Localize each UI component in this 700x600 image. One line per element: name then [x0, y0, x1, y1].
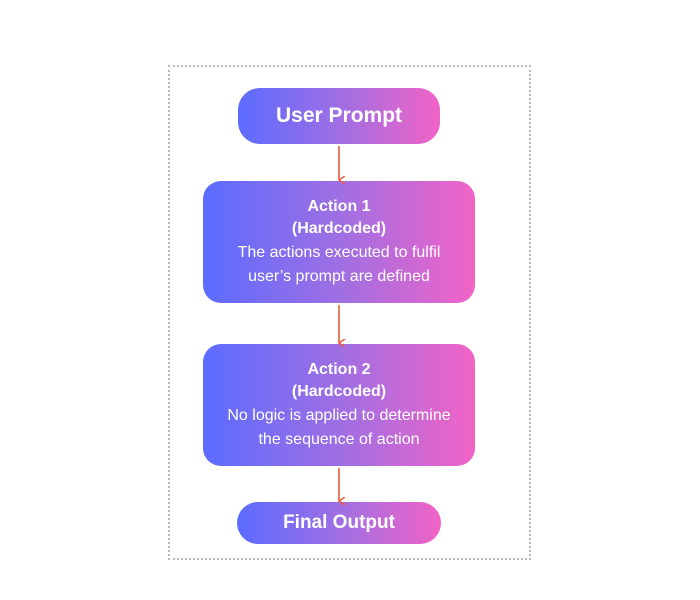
final-output-node: Final Output	[237, 502, 441, 544]
action-2-subtitle: (Hardcoded)	[291, 383, 387, 400]
final-output-label: Final Output	[283, 512, 395, 533]
user-prompt-node: User Prompt	[238, 88, 440, 144]
action-2-description-line-1: No logic is applied to determine	[227, 407, 451, 424]
action-1-title: Action 1	[307, 198, 371, 215]
action-1-description-line-1: The actions executed to fulfil	[237, 244, 441, 261]
action-2-description-line-2: the sequence of action	[258, 431, 420, 448]
diagram-frame	[168, 65, 531, 560]
action-1-subtitle: (Hardcoded)	[291, 220, 387, 237]
action-1-description-line-2: user’s prompt are defined	[248, 268, 430, 285]
action-2-node: Action 2 (Hardcoded) No logic is applied…	[203, 344, 475, 466]
action-1-node: Action 1 (Hardcoded) The actions execute…	[203, 181, 475, 303]
action-2-title: Action 2	[307, 361, 371, 378]
user-prompt-label: User Prompt	[275, 104, 403, 127]
